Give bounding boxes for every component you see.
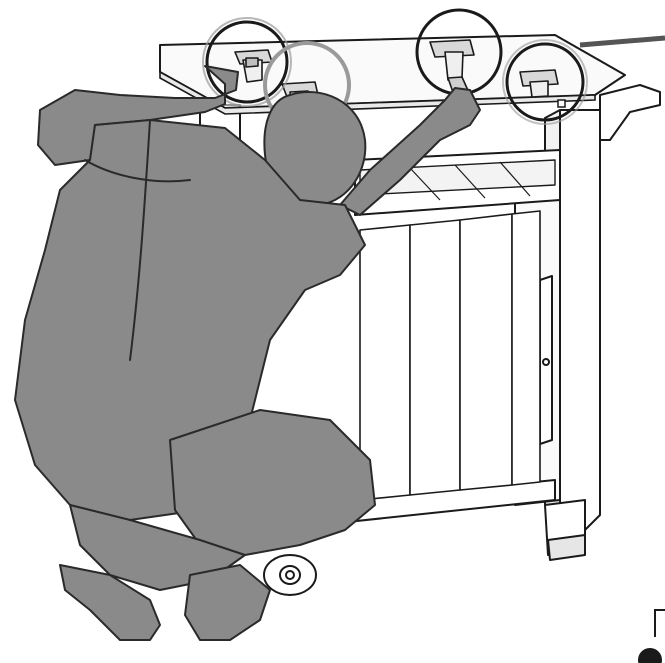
cabinet-right-foot-pad [548,535,585,560]
cabinet-right-side [560,110,600,530]
corner-mark [655,610,665,637]
cabinet-front-panels [360,211,540,500]
cabinet-top-support-arm [600,85,660,140]
cabinet-side-knob [543,359,549,365]
person-foot-front [185,565,270,640]
top-panel-latch-hole [558,100,565,107]
caster-wheel [264,555,316,595]
callout-leader-line [580,38,665,45]
corner-dot [638,648,662,663]
person-thigh [170,410,375,555]
